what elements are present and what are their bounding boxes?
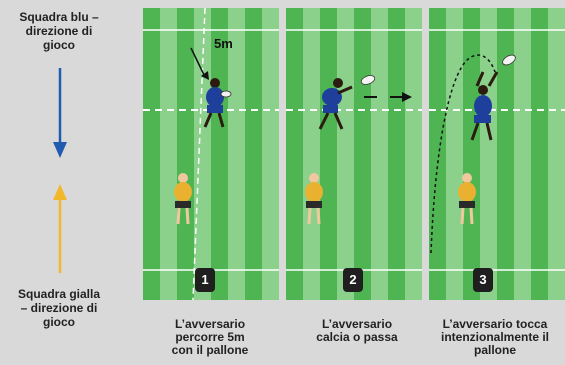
yellow-direction-arrow-icon (53, 184, 67, 273)
distance-label: 5m (214, 36, 233, 51)
pitch-1 (143, 8, 279, 300)
blue-direction-arrow-icon (53, 68, 67, 158)
ball-trajectory-icon (430, 54, 496, 254)
yellow-player-icon (458, 173, 476, 225)
blue-player-icon (318, 78, 353, 130)
blue-player-icon (203, 78, 232, 128)
ball-icon (360, 75, 376, 85)
panel-2: 2 (286, 8, 422, 300)
pass-arrow-icon (364, 92, 412, 102)
blue-team-direction-label: Squadra blu – direzione di gioco (19, 10, 99, 52)
ball-icon (502, 54, 516, 66)
yellow-player-icon (305, 173, 323, 225)
panel-number-badge: 2 (343, 268, 363, 292)
direction-arrows (53, 68, 67, 273)
pitch-3 (429, 8, 565, 300)
panel-1-caption: L’avversario percorre 5m con il pallone (171, 317, 249, 357)
pointer-arrow-icon (190, 47, 209, 80)
panel-3-caption: L’avversario tocca intenzionalmente il p… (440, 317, 549, 357)
panel-3: 3 (429, 8, 565, 300)
panel-2-caption: L’avversario calcia o passa (316, 317, 398, 344)
blue-player-icon (470, 71, 499, 141)
pitch-2 (286, 8, 422, 300)
panel-number-badge: 3 (473, 268, 493, 292)
yellow-player-icon (174, 173, 192, 225)
panel-number-badge: 1 (195, 268, 215, 292)
yellow-team-direction-label: Squadra gialla – direzione di gioco (17, 287, 101, 329)
panel-1: 1 (143, 8, 279, 300)
